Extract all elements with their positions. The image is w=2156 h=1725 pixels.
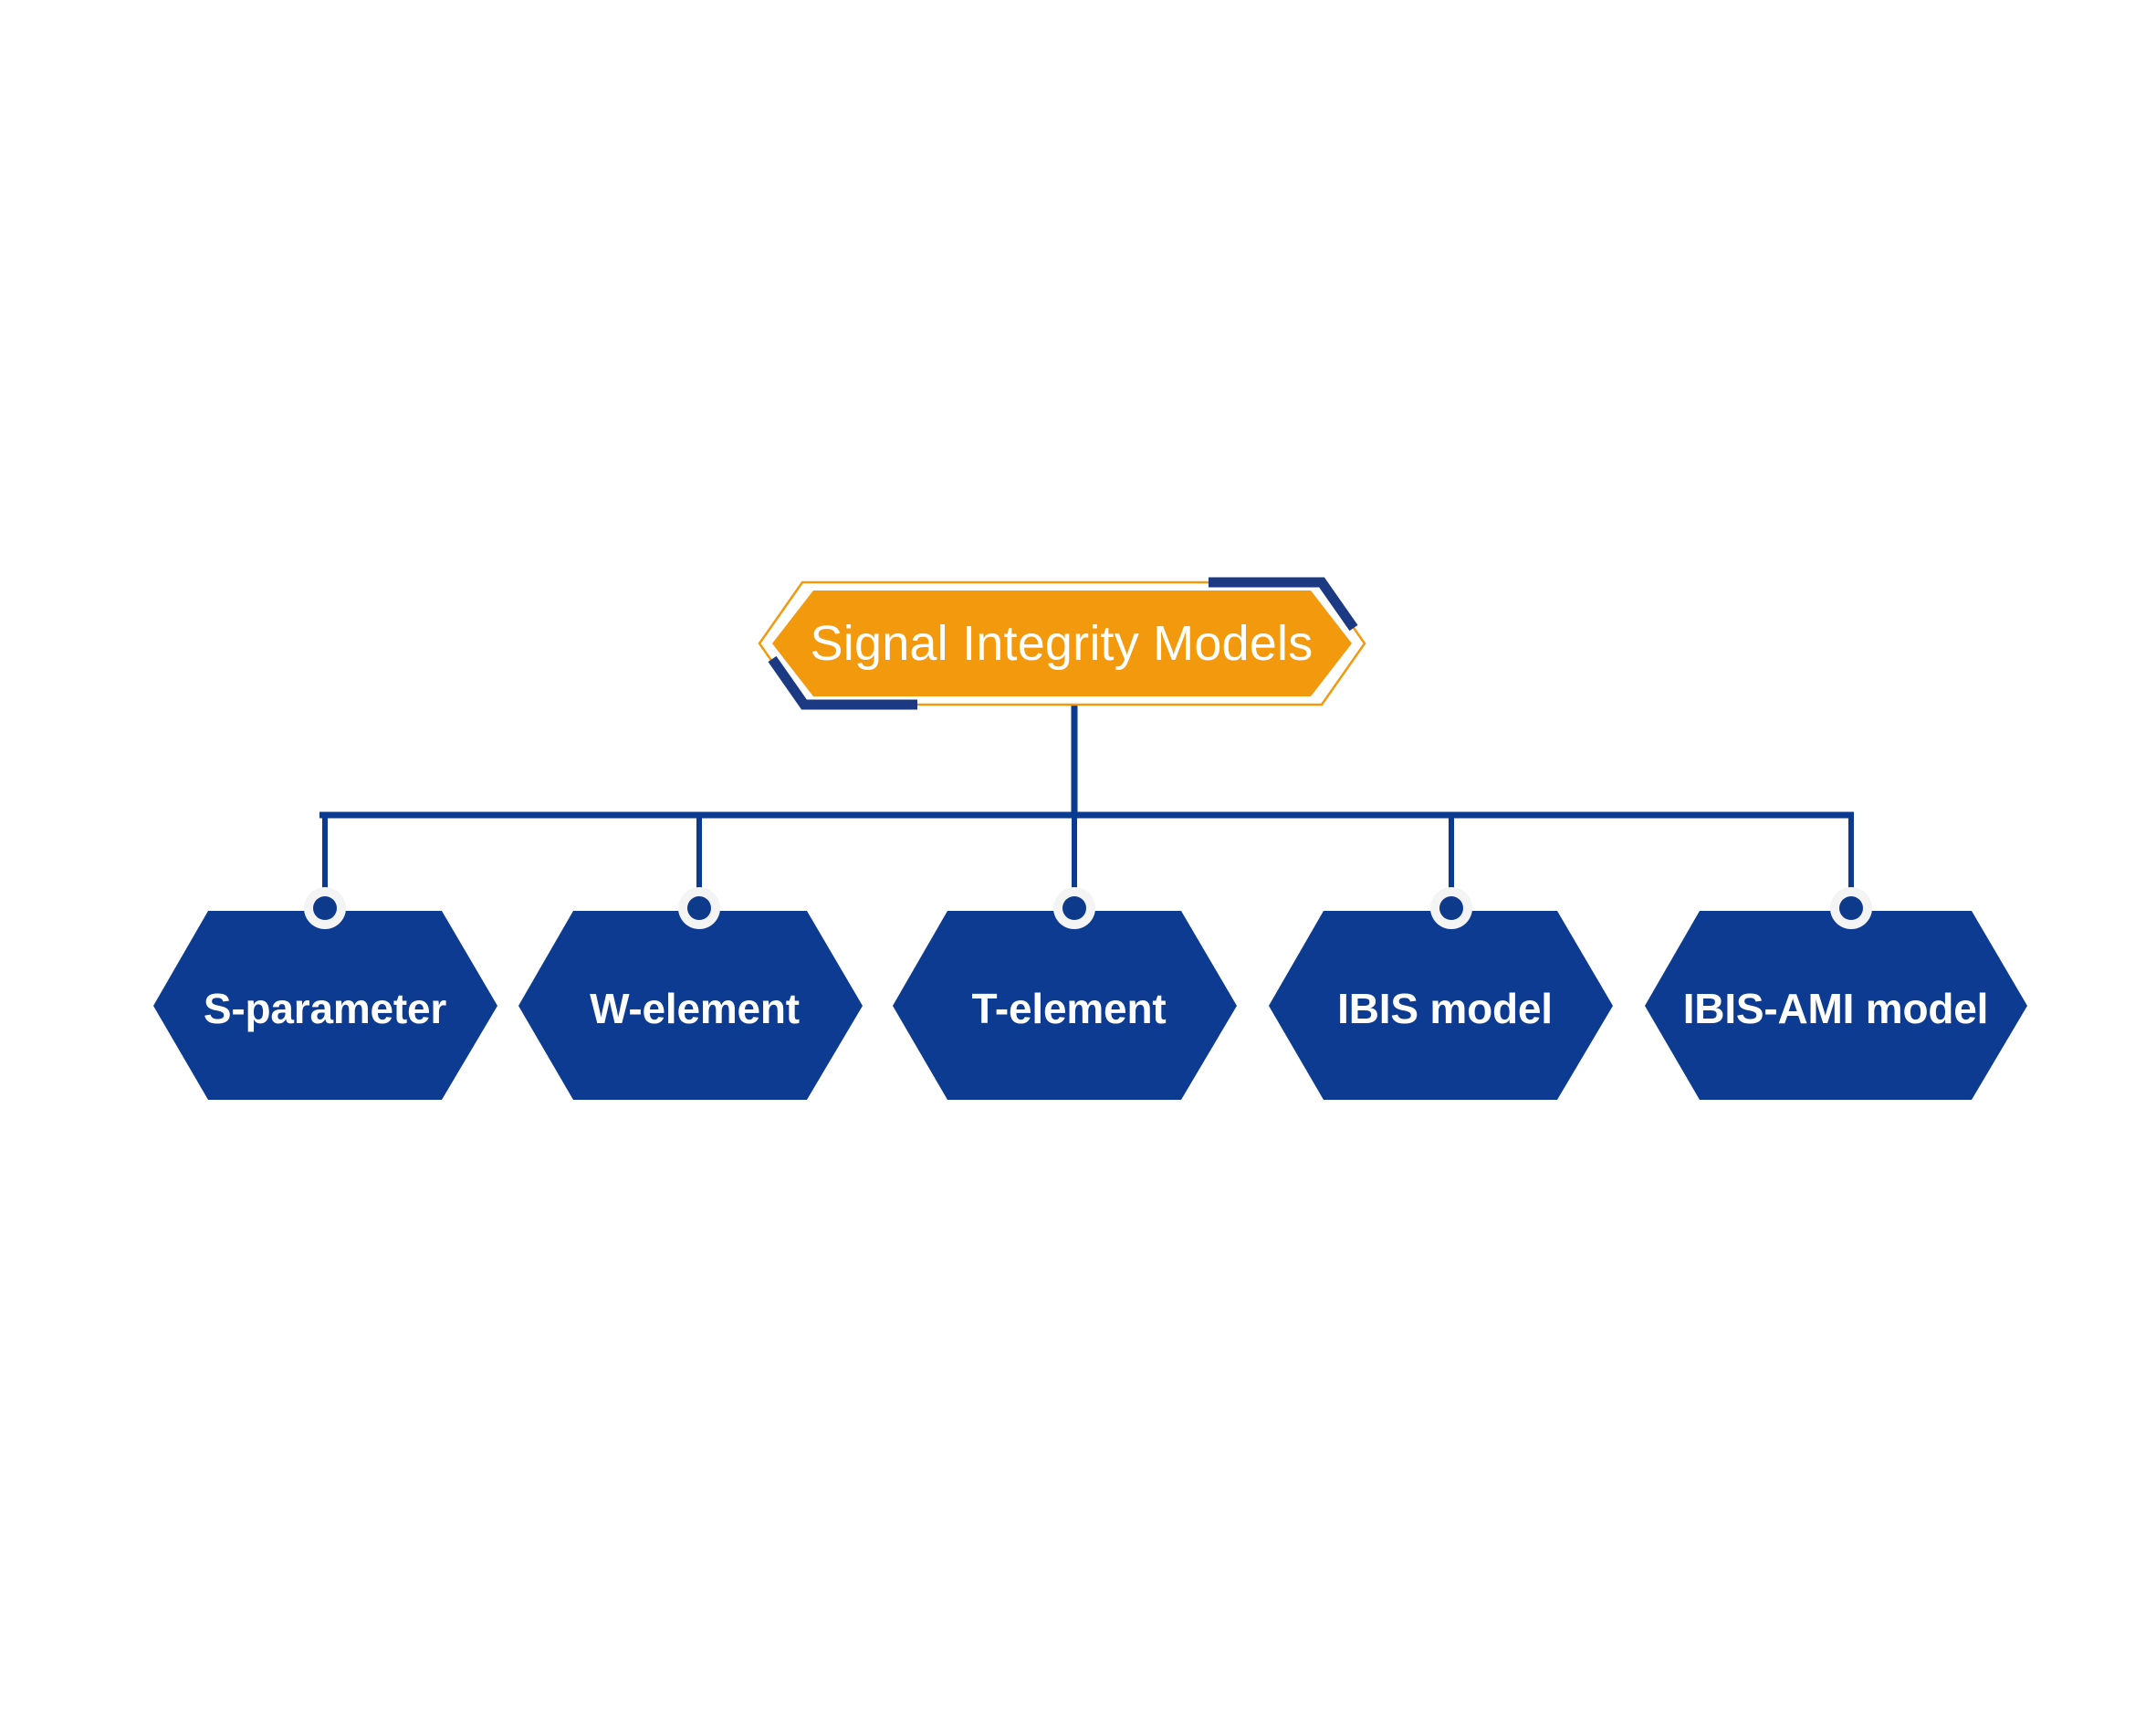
child-node-ibis-ami-model[interactable]: IBIS-AMI model (1645, 887, 2027, 1100)
child-node-w-element[interactable]: W-element (518, 887, 863, 1100)
child-node-shape-2[interactable] (518, 911, 863, 1100)
child-node-shape-3[interactable] (893, 911, 1237, 1100)
child-node-shape-4[interactable] (1269, 911, 1613, 1100)
child-node-label-1: S-parameter (204, 985, 447, 1032)
connector-dot-5 (1839, 896, 1863, 920)
child-node-ibis-model[interactable]: IBIS model (1269, 887, 1613, 1100)
connector-dot-2 (687, 896, 711, 920)
root-accent-top-right (1209, 577, 1358, 632)
child-node-t-element[interactable]: T-element (893, 887, 1237, 1100)
child-node-label-5: IBIS-AMI model (1683, 985, 1989, 1032)
connector-group (319, 705, 1854, 912)
connector-dot-1 (313, 896, 337, 920)
root-node-signal-integrity-models[interactable]: Signal Integrity Models (758, 577, 1366, 710)
child-node-s-parameter[interactable]: S-parameter (153, 887, 497, 1100)
child-node-shape-1[interactable] (153, 911, 497, 1100)
connector-dot-3 (1062, 896, 1086, 920)
child-node-label-2: W-element (590, 985, 800, 1032)
child-node-shape-5[interactable] (1645, 911, 2027, 1100)
child-node-label-3: T-element (972, 985, 1167, 1032)
connector-dot-4 (1439, 896, 1463, 920)
root-node-shape[interactable] (772, 591, 1352, 696)
child-node-label-4: IBIS model (1337, 985, 1553, 1032)
root-node-label: Signal Integrity Models (811, 616, 1313, 671)
root-accent-bottom-left (768, 655, 917, 710)
